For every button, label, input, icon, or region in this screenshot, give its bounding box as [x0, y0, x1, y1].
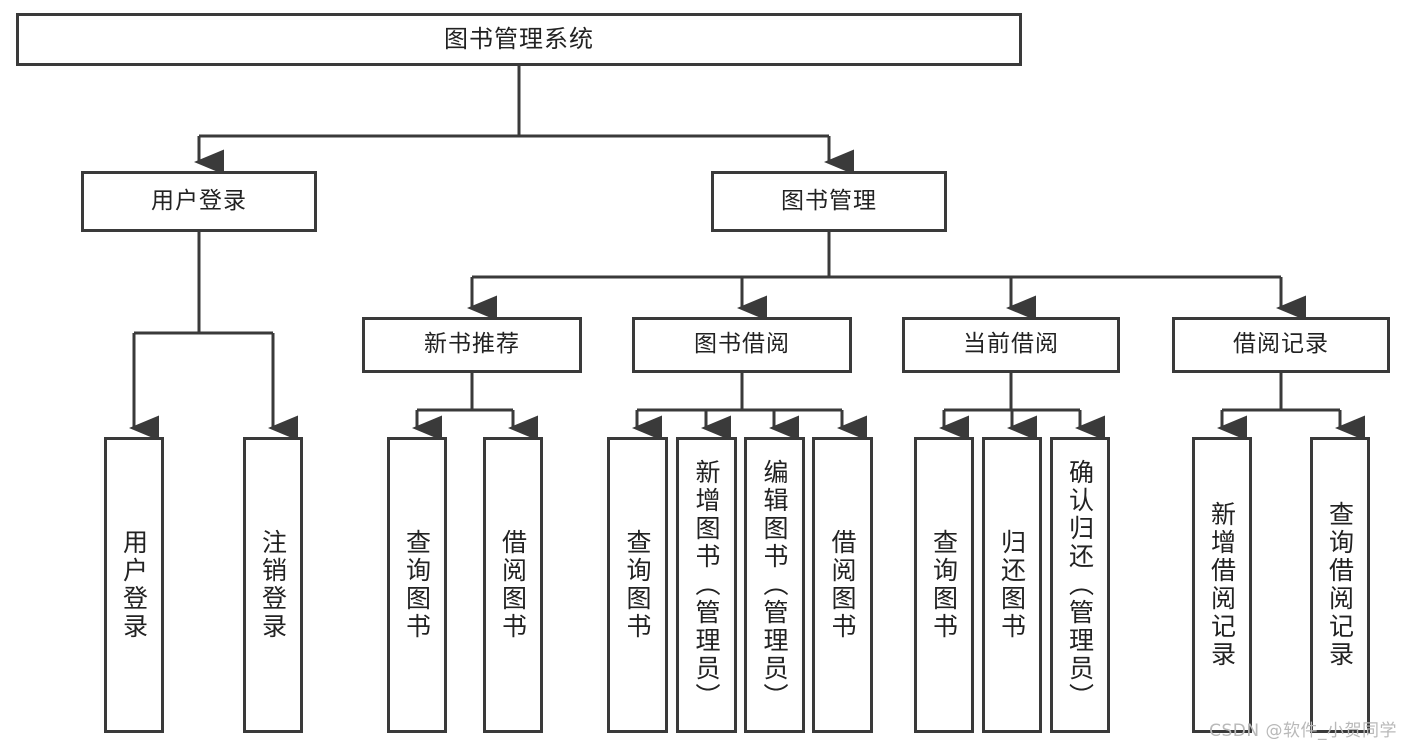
leaf-edit-book-admin[interactable]: 编辑图书（管理员）	[744, 437, 805, 733]
leaf-label: 确认归还（管理员）	[1065, 459, 1095, 711]
leaf-user-login[interactable]: 用户登录	[104, 437, 164, 733]
leaf-query-book-borrow[interactable]: 查询图书	[607, 437, 668, 733]
leaf-confirm-return-admin[interactable]: 确认归还（管理员）	[1050, 437, 1110, 733]
leaf-user-logout[interactable]: 注销登录	[243, 437, 303, 733]
leaf-add-borrow-record[interactable]: 新增借阅记录	[1192, 437, 1252, 733]
leaf-query-borrow-record[interactable]: 查询借阅记录	[1310, 437, 1370, 733]
node-borrow-record[interactable]: 借阅记录	[1172, 317, 1390, 373]
leaf-label: 编辑图书（管理员）	[760, 459, 789, 711]
leaf-label: 新增图书（管理员）	[692, 459, 721, 711]
node-book-management[interactable]: 图书管理	[711, 171, 947, 232]
leaf-label: 归还图书	[997, 529, 1027, 641]
watermark: CSDN @软件_小贺同学	[1209, 721, 1397, 741]
leaf-query-book-recommend[interactable]: 查询图书	[387, 437, 447, 733]
leaf-label: 借阅图书	[828, 529, 857, 641]
leaf-return-book[interactable]: 归还图书	[982, 437, 1042, 733]
node-new-book-recommend[interactable]: 新书推荐	[362, 317, 582, 373]
leaf-label: 注销登录	[258, 529, 288, 641]
leaf-label: 查询图书	[623, 529, 652, 641]
leaf-label: 新增借阅记录	[1207, 501, 1237, 669]
leaf-label: 借阅图书	[498, 529, 528, 641]
leaf-label: 查询图书	[929, 529, 959, 641]
leaf-label: 查询借阅记录	[1325, 501, 1355, 669]
leaf-borrow-book[interactable]: 借阅图书	[812, 437, 873, 733]
leaf-borrow-book-recommend[interactable]: 借阅图书	[483, 437, 543, 733]
leaf-label: 用户登录	[119, 529, 149, 641]
leaf-add-book-admin[interactable]: 新增图书（管理员）	[676, 437, 737, 733]
leaf-label: 查询图书	[402, 529, 432, 641]
leaf-query-book-current[interactable]: 查询图书	[914, 437, 974, 733]
node-user-login[interactable]: 用户登录	[81, 171, 317, 232]
node-current-borrow[interactable]: 当前借阅	[902, 317, 1120, 373]
node-book-borrow[interactable]: 图书借阅	[632, 317, 852, 373]
node-root[interactable]: 图书管理系统	[16, 13, 1022, 66]
